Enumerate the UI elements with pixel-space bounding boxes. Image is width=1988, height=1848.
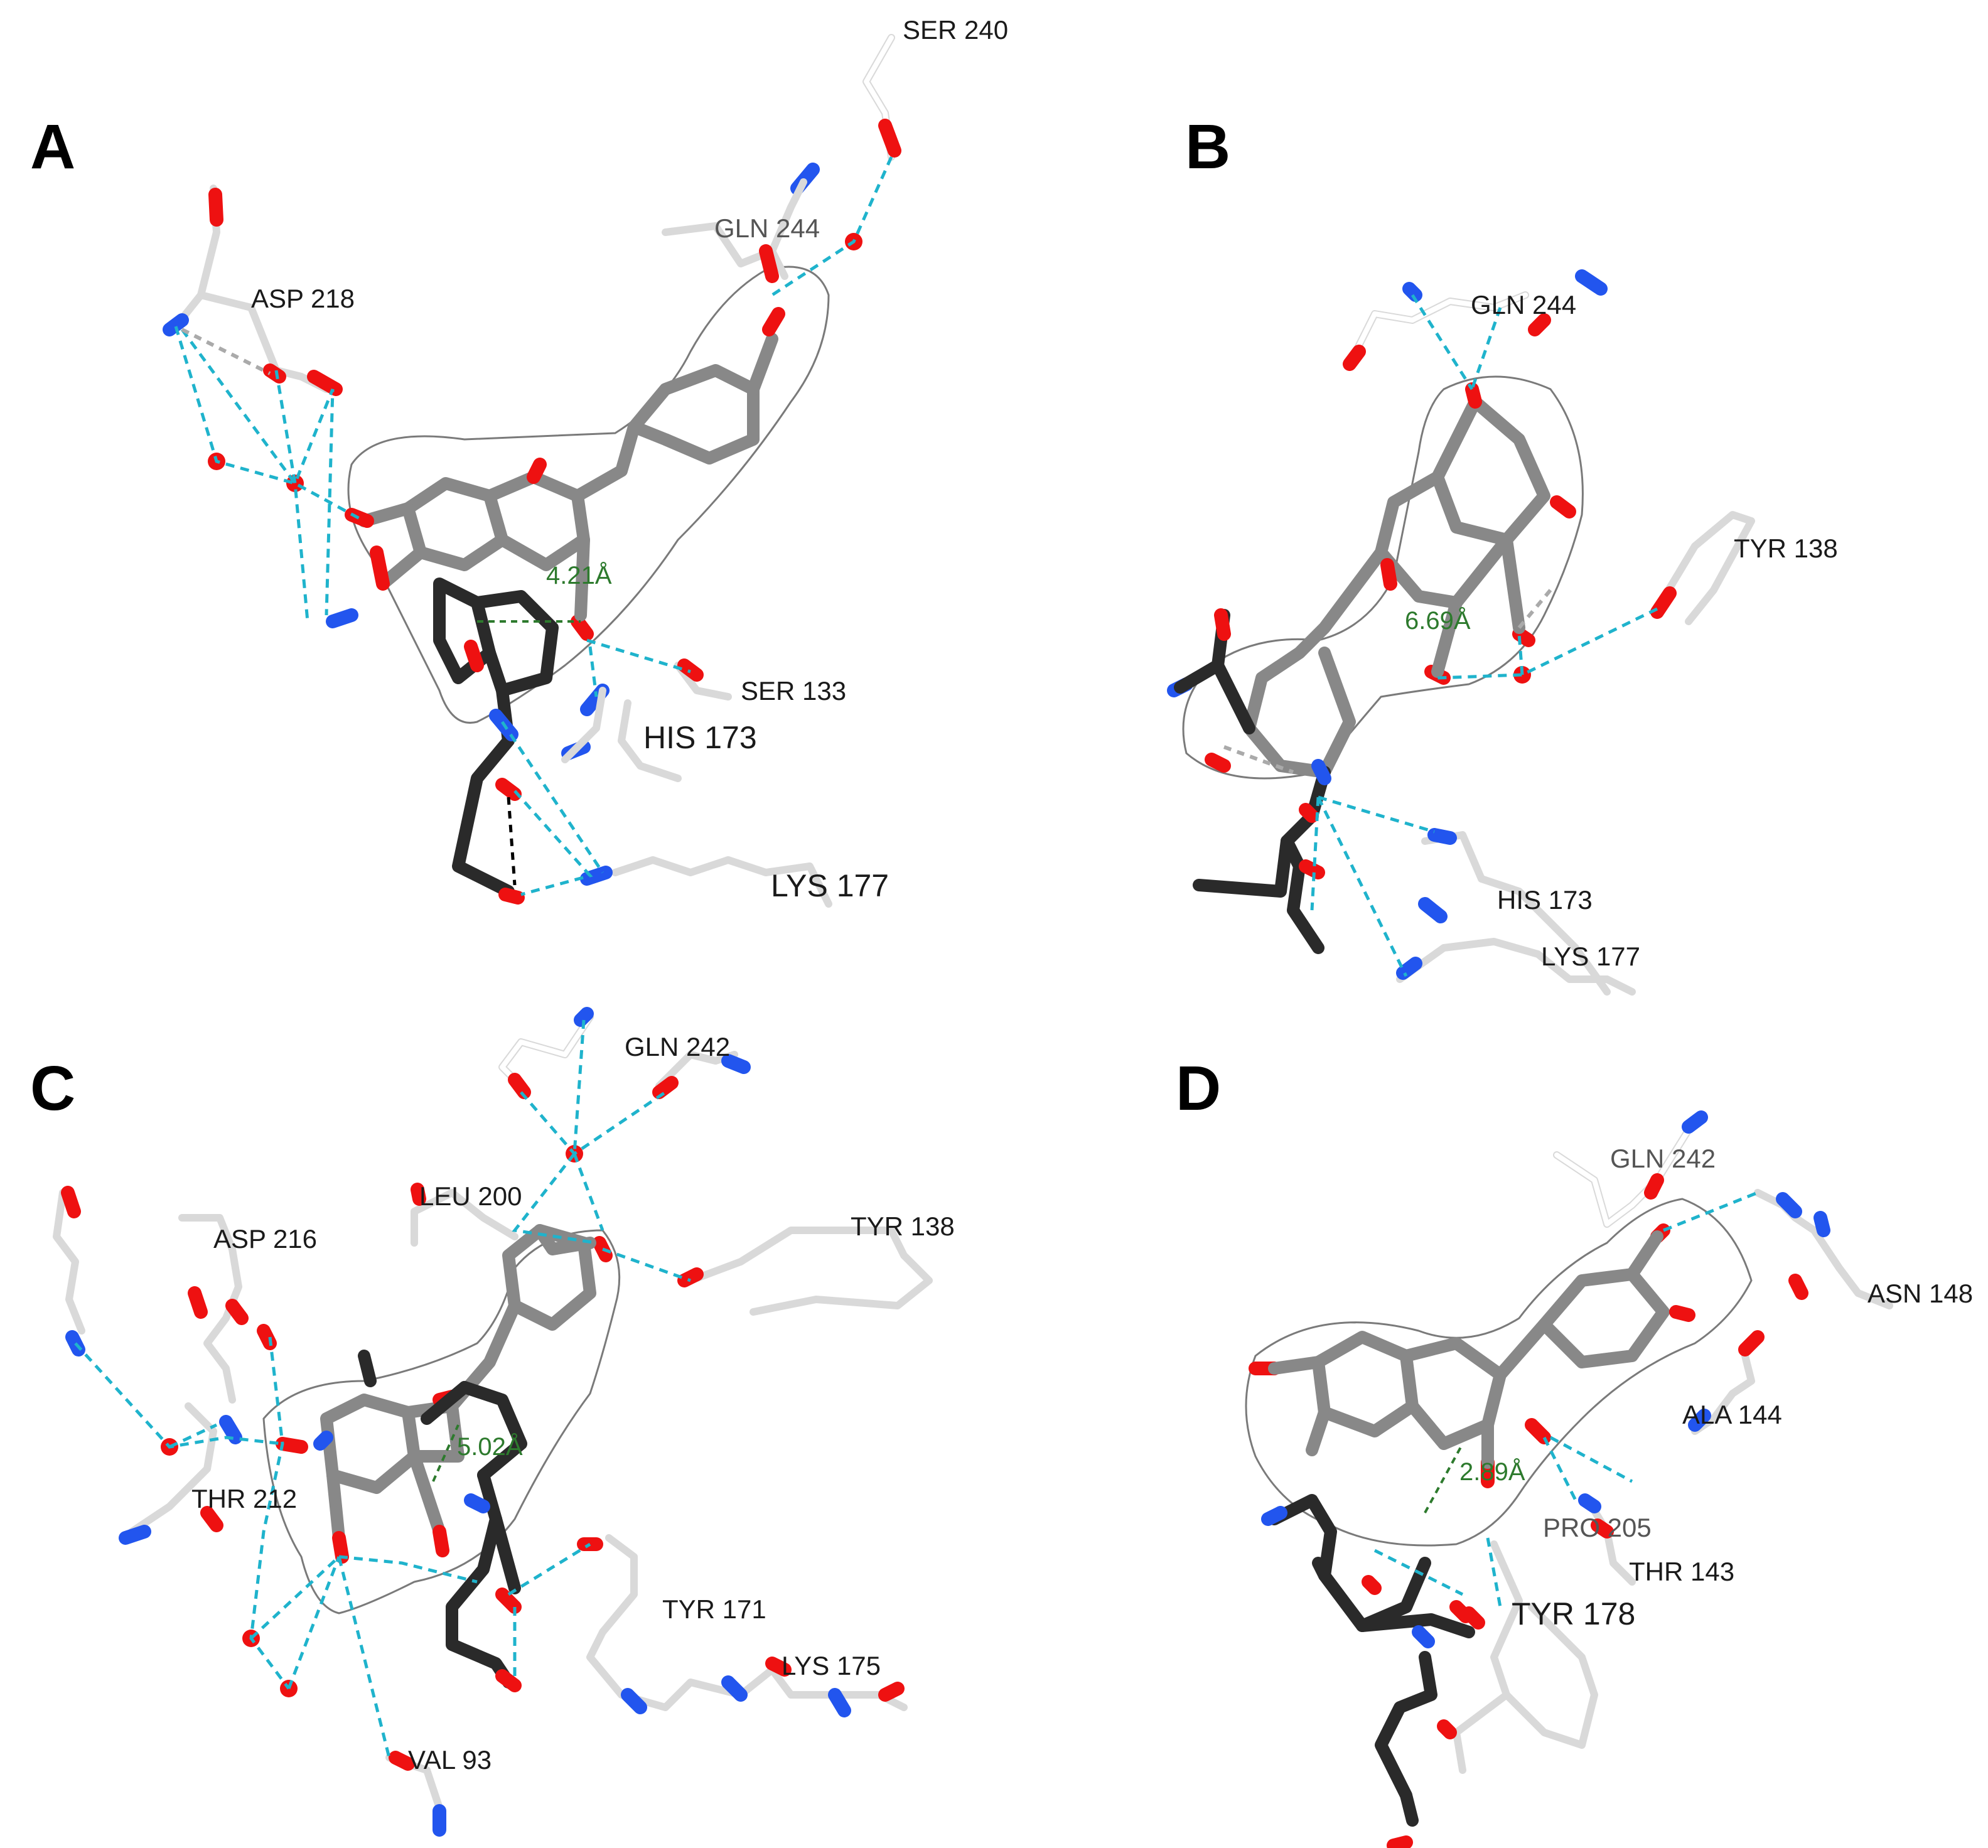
panel-c-distance: 5.02Å	[457, 1432, 523, 1461]
panel-d-ligand	[1249, 1223, 1695, 1488]
panel-d: D	[1176, 1053, 1973, 1848]
panel-b-label-gln244: GLN 244	[1471, 290, 1576, 320]
panel-a-label-ser240: SER 240	[903, 15, 1008, 45]
panel-c-density-mesh	[262, 1229, 621, 1614]
panel-b-letter: B	[1185, 112, 1230, 182]
panel-d-label-thr143: THR 143	[1629, 1557, 1734, 1586]
panel-c-label-asp216: ASP 216	[213, 1224, 317, 1254]
panel-a-ligand	[345, 307, 785, 641]
panel-c: C	[30, 1007, 955, 1837]
panel-b-label-lys177: LYS 177	[1541, 942, 1640, 971]
panel-c-label-leu200: LEU 200	[419, 1181, 522, 1211]
panel-b-distance: 6.69Å	[1405, 606, 1471, 635]
panel-a-letter: A	[30, 112, 75, 182]
panel-d-label-gln242: GLN 242	[1610, 1144, 1716, 1173]
panel-c-label-gln242: GLN 242	[625, 1032, 730, 1061]
panel-b-label-his173: HIS 173	[1497, 885, 1593, 915]
panel-b-ligand	[1243, 382, 1576, 778]
panel-c-residues	[53, 1007, 933, 1837]
panel-c-label-tyr171: TYR 171	[662, 1594, 766, 1624]
panel-a-molecule	[433, 578, 559, 905]
panel-d-label-pro205: PRO 205	[1543, 1513, 1652, 1542]
panel-a-label-ser133: SER 133	[741, 676, 846, 706]
panel-d-label-ala144: ALA 144	[1682, 1400, 1782, 1429]
panel-c-label-thr212: THR 212	[191, 1484, 297, 1513]
panel-a-hbonds	[174, 156, 893, 896]
panel-c-label-tyr138: TYR 138	[851, 1211, 955, 1241]
panel-b: B	[1167, 112, 1838, 996]
panel-a-label-lys177: LYS 177	[771, 868, 889, 903]
panel-d-letter: D	[1176, 1053, 1221, 1124]
panel-c-label-lys175: LYS 175	[782, 1651, 881, 1680]
panel-c-molecule	[313, 1350, 527, 1692]
panel-c-ligand	[276, 1224, 613, 1564]
panel-a: A	[30, 15, 1008, 908]
panel-c-label-val93: VAL 93	[408, 1745, 492, 1775]
panel-d-molecule	[1261, 1443, 1475, 1848]
panel-a-distance: 4.21Å	[546, 561, 612, 589]
panel-a-label-his173: HIS 173	[643, 720, 757, 755]
panel-d-label-tyr178: TYR 178	[1512, 1596, 1635, 1631]
panel-a-label-asp218: ASP 218	[251, 284, 355, 313]
panel-c-hbonds	[74, 1019, 691, 1758]
panel-b-molecule	[1167, 608, 1331, 954]
panel-d-label-asn148: ASN 148	[1867, 1279, 1973, 1308]
panel-d-distance: 2.89Å	[1459, 1458, 1525, 1486]
panel-b-residues	[1343, 269, 1755, 996]
panel-d-hbonds	[1373, 1191, 1758, 1608]
panel-a-density-mesh	[347, 266, 830, 724]
panel-a-label-gln244: GLN 244	[714, 213, 820, 243]
panel-c-letter: C	[30, 1053, 75, 1124]
panel-b-hbonds	[1223, 294, 1658, 977]
panel-b-label-tyr138: TYR 138	[1734, 534, 1838, 563]
panel-d-residues	[1453, 1110, 1893, 1774]
